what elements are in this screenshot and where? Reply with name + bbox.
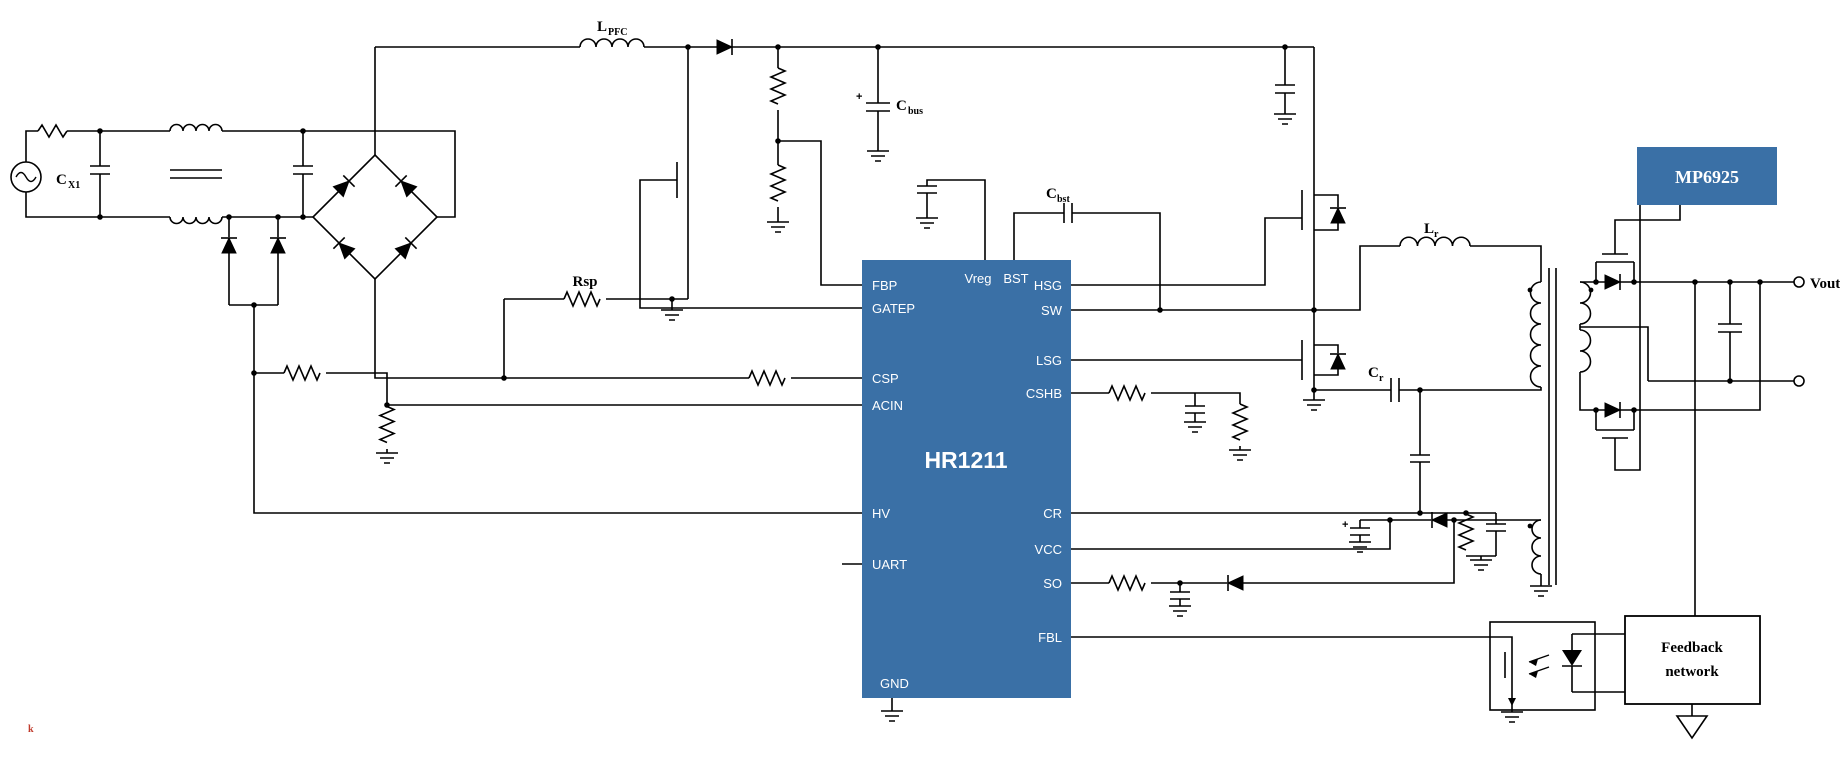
transformer-primary — [1529, 281, 1542, 388]
hr1211-ic-body — [862, 260, 1071, 698]
label-lr: L — [1424, 221, 1434, 237]
sense-resistor-rsp — [563, 291, 601, 307]
label-cx1: C — [56, 172, 67, 188]
acin-shunt-resistor — [379, 405, 395, 444]
cshb-shunt-resistor — [1232, 403, 1248, 441]
output-capacitor — [1718, 282, 1742, 381]
hv-diode-1 — [220, 237, 238, 254]
pin-label-gnd: GND — [880, 676, 909, 691]
hr1211-title: HR1211 — [924, 447, 1007, 473]
opto-led-icon — [1562, 650, 1582, 666]
sr-mosfet-2-wires — [1595, 205, 1641, 471]
sr-mosfet-1-wires — [1595, 205, 1681, 282]
input-fuse — [37, 123, 68, 139]
pin-label-fbl: FBL — [1038, 630, 1062, 645]
pin-label-acin: ACIN — [872, 398, 903, 413]
resonant-inductor — [1399, 236, 1471, 247]
label-cbus-sub: bus — [908, 106, 923, 117]
label-cbst: C — [1046, 186, 1057, 202]
so-diode — [1227, 574, 1244, 592]
bus-decoupling-capacitor — [1275, 47, 1295, 114]
label-cr-sub: r — [1379, 373, 1384, 384]
high-side-mosfet-wires — [1071, 47, 1339, 310]
pin-label-hsg: HSG — [1034, 278, 1062, 293]
label-cx1-sub: X1 — [68, 180, 80, 191]
pin-label-gatep: GATEP — [872, 301, 915, 316]
boost-diode — [716, 38, 733, 56]
pin-label-lsg: LSG — [1036, 353, 1062, 368]
so-network-wires — [1071, 520, 1455, 606]
label-vout: Vout — [1810, 276, 1840, 292]
label-cbus: C — [896, 98, 907, 114]
vreg-capacitor — [917, 179, 986, 260]
label-lpfc-sub: PFC — [608, 27, 627, 38]
wires — [25, 38, 1794, 716]
label-lr-sub: r — [1434, 229, 1439, 240]
filter-capacitor — [293, 131, 313, 217]
vout-terminal-positive — [1793, 276, 1805, 288]
feedback-network-box — [1624, 615, 1761, 705]
label-cbst-sub: bst — [1057, 194, 1070, 205]
label-lpfc: L — [597, 19, 607, 35]
vcc-cap-polarity-plus: + — [1342, 519, 1348, 531]
junction-dots — [97, 44, 1763, 586]
sr-diode-2 — [1604, 401, 1621, 419]
vcc-rectifier-wires — [1071, 519, 1541, 550]
x-capacitor — [90, 131, 110, 217]
sr-diode-1 — [1604, 273, 1621, 291]
feedback-box-line2: network — [1665, 664, 1719, 680]
label-rsp: Rsp — [572, 274, 597, 290]
so-series-resistor — [1108, 575, 1146, 591]
vcc-diode — [1431, 511, 1448, 529]
bus-capacitor — [866, 47, 890, 151]
bridge-rectifier — [311, 153, 439, 281]
pin-label-fbp: FBP — [872, 278, 897, 293]
acin-series-resistor — [283, 365, 321, 381]
cshb-network-wires — [1071, 392, 1241, 450]
pin-label-cr: CR — [1043, 506, 1062, 521]
cshb-series-resistor — [1108, 385, 1146, 401]
vout-terminal-negative — [1793, 375, 1805, 387]
transformer-core — [1548, 268, 1557, 585]
ac-source — [10, 161, 42, 193]
pin-label-sw: SW — [1041, 303, 1063, 318]
divider-resistor-bottom — [770, 164, 786, 202]
bootstrap-capacitor — [1013, 203, 1161, 310]
label-cr: C — [1368, 365, 1379, 381]
cr-network-wires — [1071, 390, 1506, 560]
hs-body-diode — [1329, 207, 1347, 224]
feedback-box-line1: Feedback — [1661, 640, 1723, 656]
red-artifact-mark: k — [28, 724, 34, 735]
pfc-inductor — [579, 38, 645, 48]
low-side-mosfet-wires — [1071, 310, 1339, 400]
pin-label-csp: CSP — [872, 371, 899, 386]
acin-divider-wires — [254, 372, 862, 453]
resonant-capacitor — [1314, 378, 1542, 402]
opto-emitter-arrow-icon — [1508, 698, 1516, 706]
common-mode-choke — [169, 123, 223, 225]
pin-label-bst: BST — [1003, 271, 1028, 286]
aux-winding — [1531, 519, 1542, 586]
hv-diode-2 — [269, 237, 287, 254]
cbus-polarity-plus: + — [856, 91, 862, 103]
mp6925-ic-body — [1637, 147, 1777, 205]
pin-label-vcc: VCC — [1035, 542, 1062, 557]
pin-label-vreg: Vreg — [965, 271, 992, 286]
mp6925-title: MP6925 — [1675, 167, 1739, 187]
pin-label-hv: HV — [872, 506, 890, 521]
pfc-mosfet-wires — [639, 47, 862, 309]
pin-label-uart: UART — [872, 557, 907, 572]
optocoupler — [1508, 650, 1582, 706]
pin-label-cshb: CSHB — [1026, 386, 1062, 401]
csp-resistor — [748, 370, 786, 386]
ls-body-diode — [1329, 353, 1347, 370]
divider-resistor-top — [770, 67, 786, 105]
earth-symbol — [1675, 715, 1709, 740]
pin-label-so: SO — [1043, 576, 1062, 591]
